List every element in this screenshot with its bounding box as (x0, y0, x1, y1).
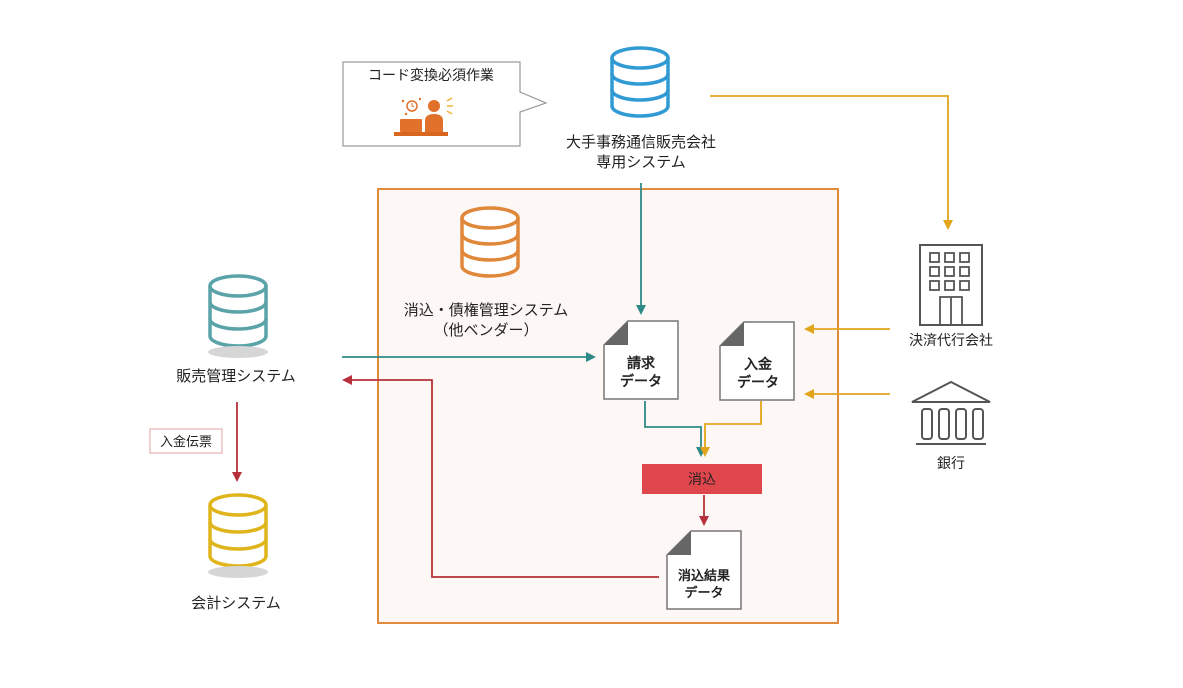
worker-icon (394, 97, 453, 136)
vendor-system-label-2: （他ベンダー） (433, 321, 538, 339)
bank-label: 銀行 (937, 456, 965, 472)
callout-text: コード変換必須作業 (368, 67, 494, 84)
vendor-database-icon (460, 206, 520, 278)
connector-invoice-to-reconcile (644, 401, 706, 457)
reconcile-box (642, 464, 762, 494)
invoice-document-icon: 請求 データ (603, 320, 679, 400)
sales-database-icon (208, 274, 268, 348)
result-doc-text-2: データ (684, 585, 723, 601)
deposit-slip-box (149, 428, 223, 454)
connector-deposit-to-reconcile (700, 401, 762, 457)
major-system-label-1: 大手事務通信販売会社 (566, 133, 716, 151)
deposit-doc-text-2: データ (737, 374, 779, 391)
deposit-doc-text-1: 入金 (744, 356, 773, 373)
payment-agency-label: 決済代行会社 (909, 333, 993, 349)
sales-system-label: 販売管理システム (176, 367, 296, 385)
result-doc-text-1: 消込結果 (678, 568, 730, 584)
invoice-doc-text-1: 請求 (627, 355, 656, 372)
deposit-slip-label: 入金伝票 (160, 434, 212, 450)
accounting-db-shadow (208, 566, 268, 578)
invoice-doc-text-2: データ (620, 373, 662, 390)
building-icon (919, 244, 983, 326)
accounting-system-label: 会計システム (191, 594, 281, 612)
code-conversion-callout: コード変換必須作業 (342, 61, 548, 147)
reconcile-label: 消込 (688, 472, 716, 488)
major-company-database-icon (610, 46, 670, 118)
arrow-major-to-agency (710, 95, 953, 230)
vendor-system-label-1: 消込・債権管理システム (404, 301, 569, 319)
bank-icon (911, 380, 991, 445)
sales-db-shadow (208, 346, 268, 358)
arrow-result-to-sales (342, 375, 659, 578)
vendor-system-frame (377, 188, 839, 624)
deposit-document-icon: 入金 データ (719, 321, 795, 401)
accounting-database-icon (208, 493, 268, 568)
result-document-icon: 消込結果 データ (666, 530, 742, 610)
major-system-label-2: 専用システム (596, 153, 686, 171)
